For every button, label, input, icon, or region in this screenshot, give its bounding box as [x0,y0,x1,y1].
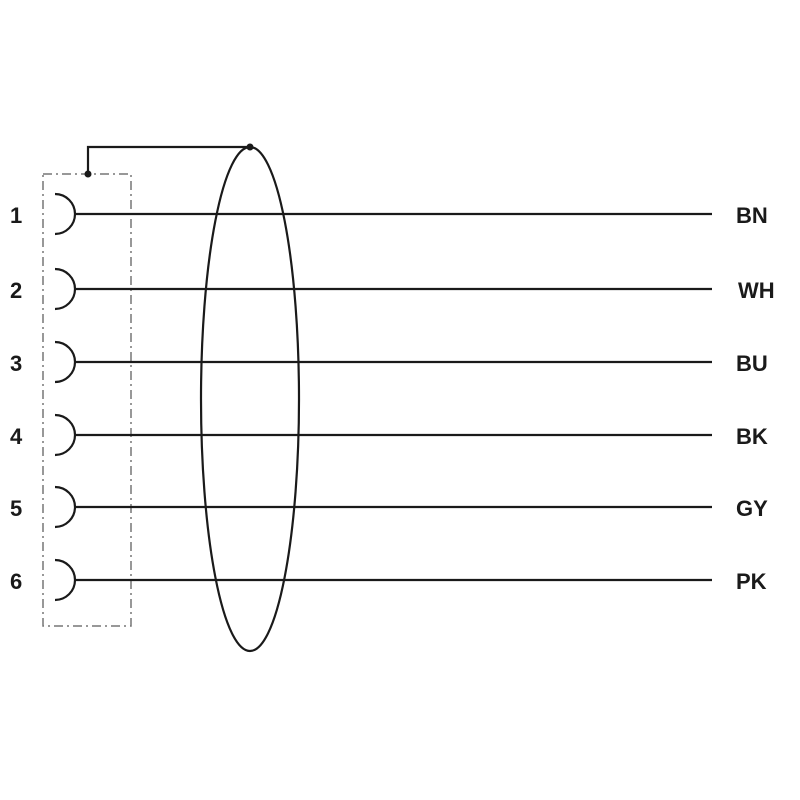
socket-contact-icon [54,413,77,457]
socket-contact-icon [54,267,77,311]
pin-number: 1 [10,203,22,228]
socket-contact-icon [54,192,77,236]
pin-number: 6 [10,569,22,594]
pin-row-5: 5 GY [10,485,768,529]
pin-row-6: 6 PK [10,558,767,602]
pin-row-1: 1 BN [10,192,768,236]
socket-contact-icon [54,558,77,602]
drain-junction-dot-housing [84,170,92,178]
wire-color-label: WH [738,278,775,303]
pin-row-2: 2 WH [10,267,775,311]
wire-color-label: GY [736,496,768,521]
wire-color-label: BN [736,203,768,228]
connector-housing [42,173,132,627]
cable-shield-ellipse [199,145,301,653]
wire-color-label: BK [736,424,768,449]
pin-number: 3 [10,351,22,376]
socket-contact-icon [54,485,77,529]
pin-row-4: 4 BK [10,413,768,457]
wire-color-label: BU [736,351,768,376]
pin-number: 5 [10,496,22,521]
pin-row-3: 3 BU [10,340,768,384]
pin-number: 2 [10,278,22,303]
pin-number: 4 [10,424,23,449]
socket-contact-icon [54,340,77,384]
wire-color-label: PK [736,569,767,594]
shield-drain-wire [86,145,250,174]
